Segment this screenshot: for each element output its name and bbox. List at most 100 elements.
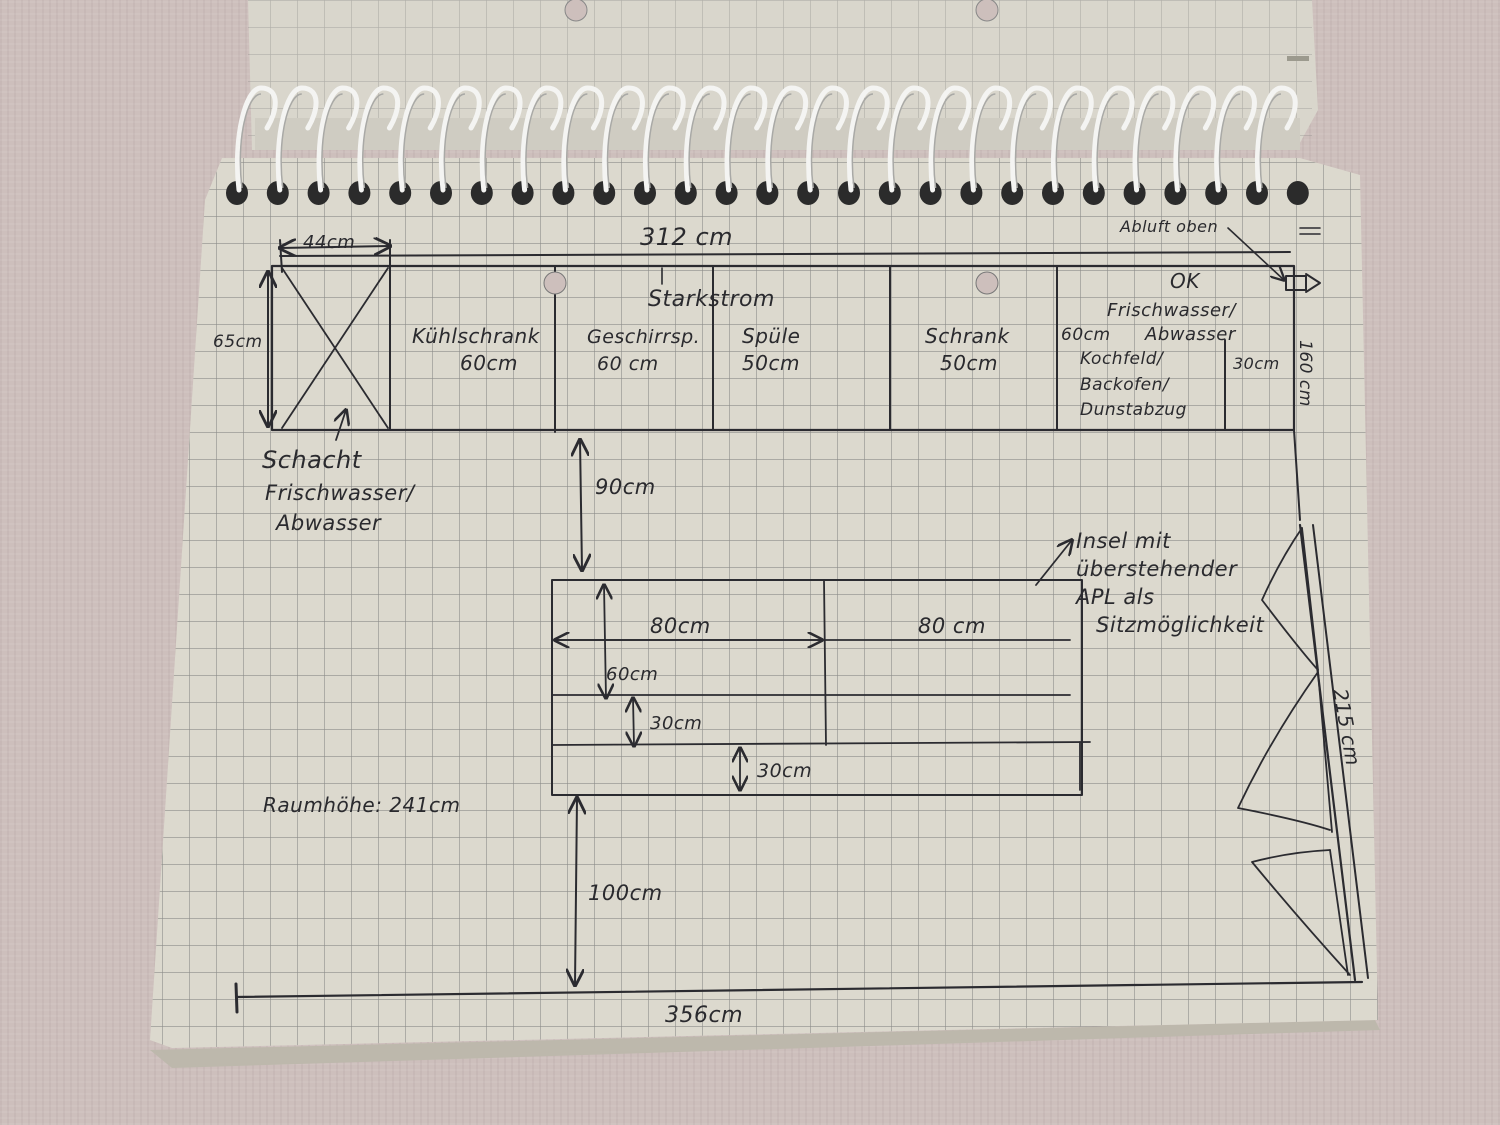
spiral-binding: [226, 85, 1309, 205]
binding-coil: [1050, 85, 1094, 193]
binding-hole: [1286, 181, 1309, 205]
binding-coil: [765, 85, 809, 193]
punch-hole-right: [975, 271, 999, 295]
label-right-depth: 160 cm: [1295, 340, 1315, 407]
binding-coil-shadow: [1014, 93, 1037, 189]
binding-coil-shadow: [239, 93, 262, 189]
label-aisle-top: 90cm: [595, 475, 656, 499]
binding-coil-shadow: [484, 93, 506, 189]
label-total-top: 312 cm: [640, 223, 733, 251]
label-island-d1: 60cm: [606, 664, 658, 685]
label-fridge-name: Kühlschrank: [412, 324, 541, 348]
rear-punch-hole-left: [564, 0, 588, 22]
label-cabinet-name: Schrank: [925, 324, 1011, 348]
binding-coil-shadow: [647, 93, 670, 189]
binding-coil-shadow: [443, 93, 466, 189]
right-wall-line: [1293, 429, 1301, 521]
binding-coil: [1091, 85, 1135, 193]
binding-coil: [357, 85, 401, 193]
binding-coil: [234, 85, 278, 193]
binding-coil-shadow: [973, 93, 996, 189]
label-cooktop-line2: Abwasser: [1144, 324, 1237, 345]
binding-coil-shadow: [729, 93, 751, 189]
kitchen-plan: 312 cm 44cm 65cm Starkstrom Kühlschrank …: [213, 217, 1369, 1028]
binding-coil: [398, 85, 441, 193]
label-island-w1: 80cm: [650, 614, 711, 638]
binding-coil-shadow: [321, 93, 343, 189]
label-cooktop-line5: Dunstabzug: [1080, 400, 1187, 420]
binding-coil: [724, 85, 768, 193]
binding-coil-shadow: [1177, 93, 1200, 189]
label-aisle-bottom: 100cm: [588, 881, 663, 905]
label-sink-size: 50cm: [742, 351, 800, 375]
label-island-note1: Insel mit: [1076, 529, 1171, 553]
label-shaft-depth: 65cm: [213, 332, 263, 352]
binding-coil-shadow: [402, 93, 425, 189]
binding-coil-shadow: [1259, 93, 1282, 189]
binding-coil: [683, 85, 727, 193]
shaft-box: [268, 267, 389, 441]
binding-coil: [479, 85, 523, 193]
binding-coil-shadow: [280, 93, 302, 189]
binding-coil: [438, 85, 482, 193]
label-cooktop-size: 60cm: [1061, 325, 1111, 345]
label-shaft-line3: Abwasser: [274, 511, 382, 535]
binding-coil: [602, 85, 645, 193]
binding-coil: [1173, 85, 1217, 193]
binding-coil: [275, 85, 319, 193]
binding-coil: [1132, 85, 1176, 193]
binding-coil-shadow: [769, 93, 792, 189]
binding-coil: [642, 85, 686, 193]
label-shaft-line2: Frischwasser/: [265, 481, 416, 505]
rear-punch-hole-right: [975, 0, 999, 22]
label-cabinet-size: 50cm: [940, 351, 998, 375]
door-swings: [1237, 527, 1351, 976]
label-power: Starkstrom: [648, 287, 775, 312]
label-shaft-width: 44cm: [303, 232, 355, 253]
binding-coil: [1254, 85, 1298, 193]
binding-coil-shadow: [851, 93, 874, 189]
binding-coil: [887, 85, 931, 193]
binding-coil-shadow: [810, 93, 833, 189]
label-island-note2: überstehender: [1076, 557, 1238, 581]
binding-coil-shadow: [525, 93, 547, 189]
binding-coil-shadow: [892, 93, 914, 189]
punch-hole-left: [543, 271, 567, 295]
binding-coil-shadow: [565, 93, 588, 189]
label-cooktop-marker: OK: [1170, 269, 1201, 293]
label-shaft-line1: Schacht: [262, 446, 363, 474]
binding-coil-shadow: [688, 93, 710, 189]
label-island-d2: 30cm: [650, 713, 702, 734]
rear-sheet: [248, 0, 1318, 150]
label-exhaust: Abluft oben: [1119, 217, 1218, 236]
label-end-cabinet-size: 30cm: [1233, 354, 1280, 373]
binding-coil: [1010, 85, 1053, 193]
label-cooktop-line1: Frischwasser/: [1107, 300, 1237, 321]
label-sink-name: Spüle: [742, 324, 800, 348]
bottom-wall-line: [234, 980, 1364, 999]
binding-coil-shadow: [1137, 93, 1159, 189]
label-cooktop-line3: Kochfeld/: [1080, 349, 1165, 369]
label-island-note4: Sitzmöglichkeit: [1096, 613, 1264, 637]
binding-coil-shadow: [1096, 93, 1118, 189]
binding-coil: [969, 85, 1013, 193]
binding-coil: [316, 85, 360, 193]
label-cooktop-line4: Backofen/: [1080, 375, 1171, 395]
label-fridge-size: 60cm: [460, 351, 518, 375]
binding-coil-shadow: [361, 93, 384, 189]
label-island-w2: 80 cm: [918, 614, 986, 638]
binding-coil-shadow: [1218, 93, 1241, 189]
label-room-height: Raumhöhe: 241cm: [263, 793, 460, 817]
binding-coil-shadow: [606, 93, 629, 189]
binding-coil-shadow: [1055, 93, 1078, 189]
binding-coil: [520, 85, 564, 193]
binding-coil-shadow: [933, 93, 955, 189]
label-dishwasher-size: 60 cm: [597, 353, 659, 375]
binding-coil: [806, 85, 849, 193]
label-island-note3: APL als: [1074, 585, 1155, 609]
label-island-d3: 30cm: [757, 760, 812, 782]
notebook-page: [150, 158, 1380, 1068]
island: [551, 579, 1091, 796]
label-dishwasher-name: Geschirrsp.: [587, 326, 700, 348]
